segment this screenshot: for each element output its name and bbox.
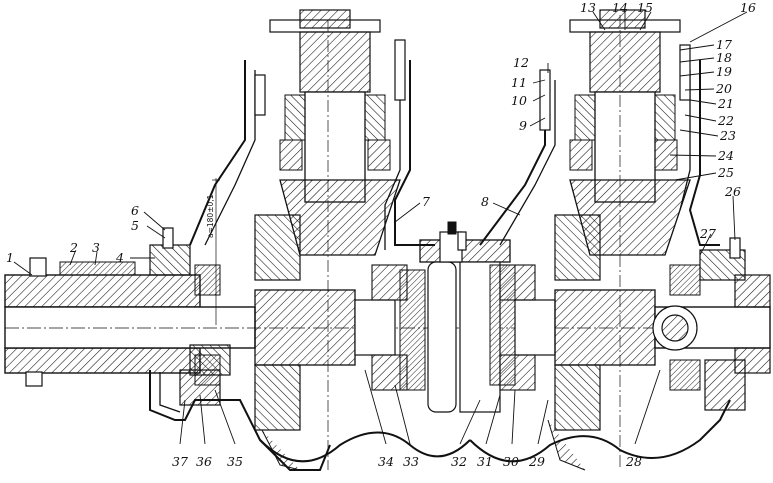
callout-34: 34: [378, 454, 394, 469]
callout-4: 4: [115, 250, 124, 265]
callout-8: 8: [481, 194, 489, 209]
callout-14: 14: [612, 0, 628, 15]
callout-12: 12: [513, 55, 529, 70]
callout-20: 20: [715, 81, 732, 96]
callout-35: 35: [227, 454, 243, 469]
callout-22: 22: [717, 113, 734, 128]
callout-1: 1: [6, 250, 14, 265]
callout-30: 30: [503, 454, 519, 469]
callout-5: 5: [131, 218, 139, 233]
right-lower-housing: [469, 399, 731, 471]
callout-3: 3: [92, 240, 100, 255]
left-gear-assembly: [194, 214, 426, 431]
callout-17: 17: [716, 37, 732, 52]
callout-13: 13: [580, 0, 596, 15]
callout-23: 23: [719, 128, 736, 143]
callout-29: 29: [528, 454, 545, 469]
callout-18: 18: [716, 50, 732, 65]
callout-25: 25: [717, 165, 734, 180]
callout-19: 19: [716, 64, 732, 79]
left-upper-housing: [189, 9, 435, 470]
dimension-a: a=180±0,1: [206, 178, 220, 325]
callout-labels: 1 2 3 4 5 6 7 8 9 10 11 12 13 14 15 16 1…: [6, 0, 756, 469]
callout-15: 15: [637, 0, 653, 15]
callout-11: 11: [511, 75, 527, 90]
leader-lines: [13, 11, 748, 445]
callout-26: 26: [724, 184, 741, 199]
callout-16: 16: [740, 0, 756, 15]
callout-24: 24: [717, 148, 734, 163]
callout-10: 10: [511, 93, 527, 108]
callout-37: 37: [172, 454, 188, 469]
right-gear-assembly: [499, 214, 771, 431]
callout-21: 21: [717, 96, 734, 111]
dimension-label: a=180±0,1: [206, 194, 215, 238]
centre-differential: [419, 221, 516, 413]
callout-32: 32: [451, 454, 467, 469]
callout-28: 28: [625, 454, 642, 469]
callout-2: 2: [69, 240, 78, 255]
callout-6: 6: [131, 203, 139, 218]
callout-31: 31: [477, 454, 493, 469]
callout-27: 27: [699, 226, 716, 241]
callout-33: 33: [403, 454, 419, 469]
callout-7: 7: [422, 194, 430, 209]
callout-9: 9: [519, 118, 527, 133]
callout-36: 36: [196, 454, 212, 469]
